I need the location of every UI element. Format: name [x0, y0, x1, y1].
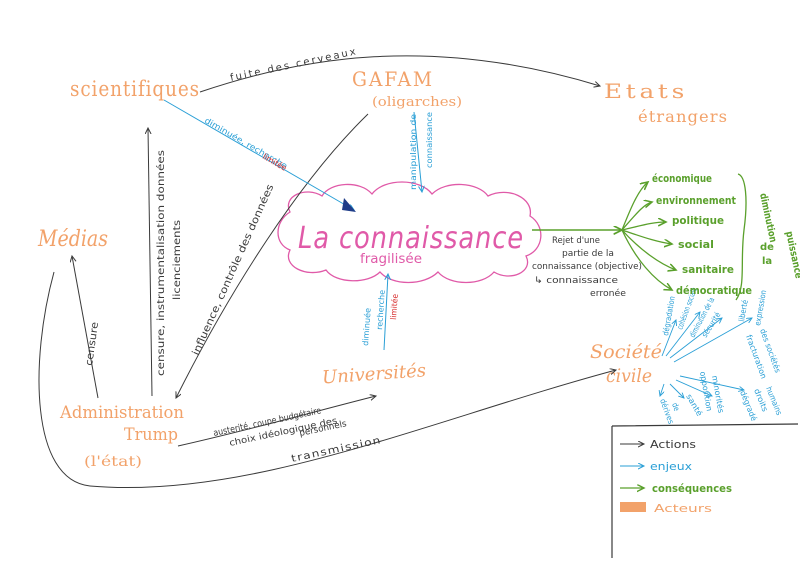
consequence-item-0: économique — [652, 172, 712, 185]
center-title: La connaissance — [298, 221, 524, 256]
actor-etats-line1: Etats — [604, 79, 688, 103]
label-soc-liberte: liberté — [736, 299, 750, 322]
actor-administration-line3: (l'état) — [84, 454, 142, 470]
legend-frame — [611, 423, 799, 558]
legend-label-consequences: conséquences — [652, 482, 732, 495]
actor-gafam-sub: (oligarches) — [372, 95, 462, 110]
label-rejet-line5: erronée — [590, 288, 626, 299]
label-gafam-enjeu-line2: connaissance — [425, 112, 434, 168]
legend-label-acteurs: Acteurs — [654, 502, 712, 515]
legend-label-enjeux: enjeux — [650, 460, 693, 473]
label-rejet-line2: partie de la — [562, 249, 614, 259]
arrowhead-navy — [342, 198, 356, 212]
label-diminution-line2: de — [760, 242, 774, 253]
arrow-fuite-cerveaux — [199, 55, 600, 93]
label-rejet-line4: ↳ connaissance — [534, 276, 619, 286]
consequences-brace — [735, 173, 747, 301]
arrow-gafam-to-admin — [176, 113, 369, 398]
arrow-universites-to-connaissance — [383, 274, 388, 351]
legend-swatch-acteurs — [620, 502, 646, 512]
actor-universites: Universités — [321, 360, 426, 388]
label-soc-de: de — [670, 402, 681, 413]
actor-scientifiques: scientifiques — [70, 77, 200, 101]
label-soc-sante: santé — [684, 392, 705, 418]
label-censure-instrumentalisation: censure, instrumentalisation données — [155, 150, 167, 376]
consequence-branches — [621, 182, 676, 290]
consequence-item-4: sanitaire — [682, 263, 734, 276]
consequence-item-3: social — [678, 238, 714, 251]
label-influence-controle: influence, contrôle des données — [190, 182, 277, 357]
arrow-scientifiques-to-connaissance — [163, 99, 354, 210]
label-fuite-cerveaux: fuite des cerveaux — [229, 46, 358, 84]
arrow-transmission — [38, 271, 616, 489]
label-diminution-line3: la — [762, 256, 772, 267]
knowledge-cloud — [277, 181, 542, 284]
label-soc-expression: expression — [753, 289, 768, 326]
label-soc-degradation: dégradation — [660, 295, 677, 336]
actor-societe-line2: civile — [606, 365, 652, 387]
arrow-gafam-to-connaissance — [413, 111, 422, 192]
actor-medias: Médias — [37, 227, 108, 252]
label-gafam-enjeu-line1: manipulation de — [409, 114, 418, 190]
center-subtitle: fragilisée — [360, 252, 422, 267]
arrow-admin-to-medias — [72, 256, 99, 399]
societe-enjeux-arrows — [660, 312, 752, 398]
legend-label-actions: Actions — [650, 438, 696, 451]
label-rejet-line1: Rejet d'une — [552, 236, 600, 246]
actor-gafam: GAFAM — [352, 67, 434, 91]
actor-administration-line2: Trump — [124, 425, 178, 445]
label-soc-humains: humains — [764, 385, 784, 416]
consequence-item-2: politique — [672, 214, 724, 227]
label-diminution-line1: diminution — [757, 192, 778, 243]
label-censure: censure — [84, 321, 101, 366]
label-transmission: transmission — [290, 435, 382, 465]
consequence-item-5: démocratique — [676, 284, 752, 297]
arrow-admin-to-universites — [177, 396, 376, 447]
arrow-admin-to-scientifiques — [148, 128, 153, 397]
label-univ-enjeu-line3: limitée — [388, 293, 400, 320]
label-licenciements: licenciements — [172, 220, 183, 300]
actor-administration-line1: Administration — [59, 403, 184, 423]
actor-etats-line2: étrangers — [638, 107, 728, 126]
consequence-item-1: environnement — [656, 194, 736, 207]
label-rejet-line3: connaissance (objective) — [532, 262, 642, 272]
label-diminution-line4: puissance — [783, 230, 800, 279]
label-univ-enjeu-line2: recherche — [375, 290, 387, 331]
actor-societe-line1: Société — [590, 341, 662, 363]
label-univ-enjeu-line1: diminuée — [360, 307, 373, 346]
